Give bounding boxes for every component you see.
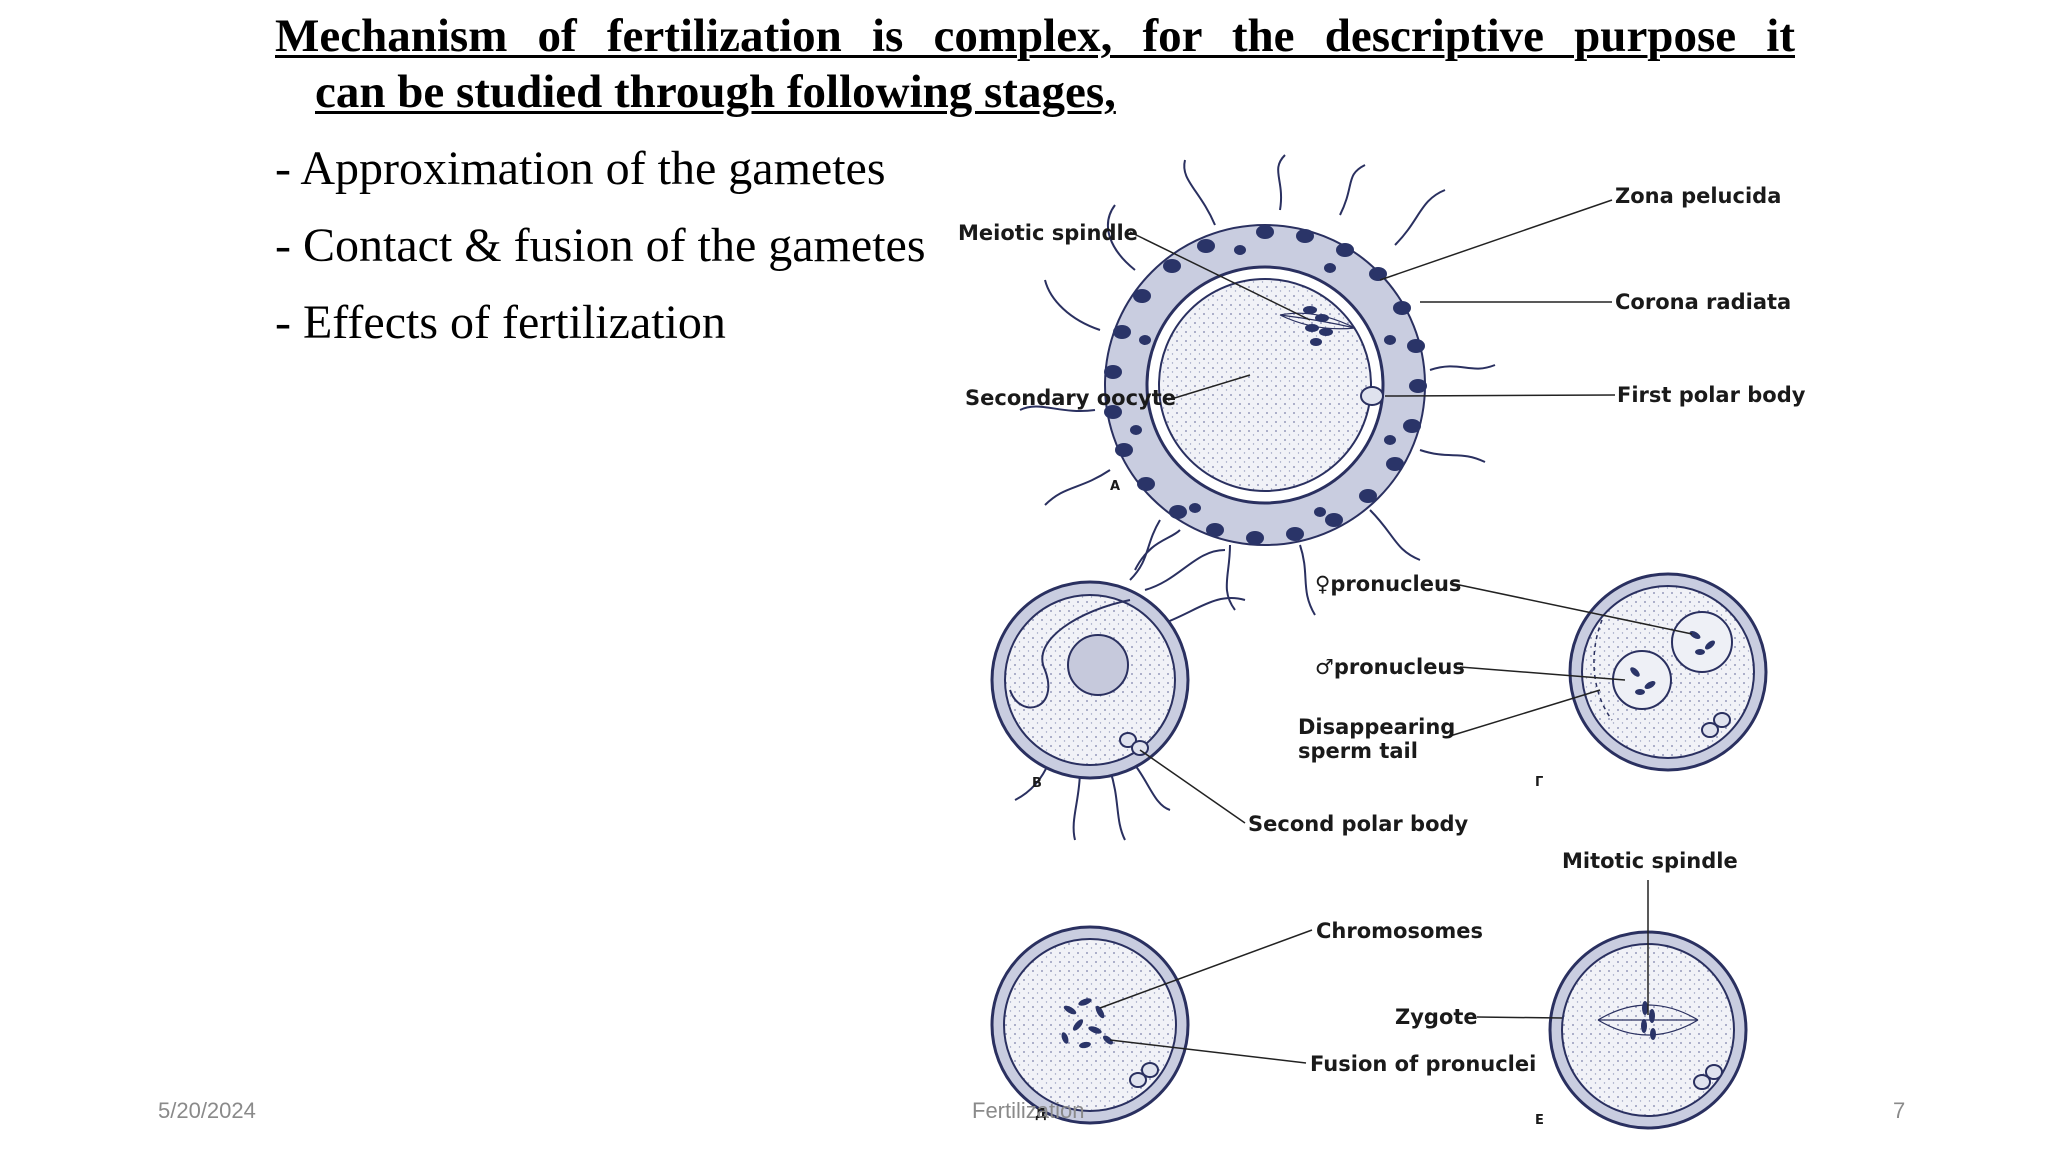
label-fusion-of-pronuclei: Fusion of pronuclei (1310, 1052, 1536, 1076)
label-meiotic-spindle: Meiotic spindle (958, 221, 1138, 245)
cell-e-polar-body-1 (1693, 1074, 1711, 1090)
bullet-list: - Approximation of the gametes - Contact… (275, 140, 926, 371)
label-zygote: Zygote (1395, 1005, 1478, 1029)
label-female-pronucleus: ♀pronucleus (1315, 572, 1461, 596)
footer-date: 5/20/2024 (158, 1098, 256, 1123)
leader-lines-bg (1139, 582, 1693, 824)
label-zona-pelucida: Zona pelucida (1615, 184, 1781, 208)
sperm-tails-a (1019, 154, 1496, 616)
first-polar-body-shape (1360, 386, 1384, 406)
label-corona-radiata: Corona radiata (1615, 290, 1791, 314)
cell-b-sperm-tail (1009, 599, 1131, 709)
cell-b-nucleus (1067, 634, 1129, 696)
panel-letter-b: B (1032, 776, 1042, 791)
label-sperm-tail: sperm tail (1298, 739, 1418, 763)
disappearing-sperm-tail-shape (1593, 619, 1613, 721)
cell-g-polar-body-1 (1701, 722, 1719, 738)
label-second-polar-body: Second polar body (1248, 812, 1469, 836)
title-line-2: can be studied through following stages, (315, 66, 1116, 118)
label-secondary-oocyte: Secondary oocyte (965, 386, 1176, 410)
cell-e-polar-body-2 (1705, 1064, 1723, 1080)
panel-g-pronuclei: Г (1535, 572, 1768, 790)
cell-b-polar-body-2 (1131, 740, 1149, 756)
female-pronucleus-shape (1671, 611, 1733, 673)
bullet-item-approximation: - Approximation of the gametes (275, 142, 886, 195)
panel-a-oocyte: Meiotic spindle Zona pelucida Corona rad… (958, 154, 1806, 616)
cell-b-polar-body-1 (1119, 732, 1137, 748)
cell-d-chromosomes (1061, 998, 1113, 1049)
panel-d-fusion: Д (990, 925, 1190, 1125)
label-disappearing: Disappearing (1298, 715, 1455, 739)
slide-number: 7 (1893, 1098, 1906, 1123)
cell-d-polar-body-1 (1129, 1072, 1147, 1088)
panel-b-sperm-entry: B (990, 529, 1246, 841)
panel-letter-g: Г (1535, 775, 1543, 790)
label-male-pronucleus: ♂pronucleus (1315, 655, 1465, 679)
panel-letter-a: A (1110, 479, 1120, 494)
title-line-1: Mechanism of fertilization is complex, f… (275, 10, 1795, 62)
panel-e-zygote: E (1535, 930, 1748, 1130)
bullet-item-effects: - Effects of fertilization (275, 296, 726, 349)
panel-letter-d: Д (1035, 1107, 1047, 1122)
secondary-oocyte-cell (1158, 278, 1372, 492)
fertilization-figure: Meiotic spindle Zona pelucida Corona rad… (950, 150, 1820, 1135)
leader-lines-de (1099, 880, 1649, 1064)
bullet-item-contact-fusion: - Contact & fusion of the gametes (275, 219, 926, 272)
footer-title: Fertilization (972, 1098, 1085, 1123)
cell-g-polar-body-2 (1713, 712, 1731, 728)
cell-e-chromosomes (1641, 1001, 1656, 1040)
label-first-polar-body: First polar body (1617, 383, 1806, 407)
slide-title: Mechanism of fertilization is complex, f… (275, 8, 1795, 120)
cell-d-oocyte (1003, 938, 1177, 1112)
cell-d-polar-body-2 (1141, 1062, 1159, 1078)
male-pronucleus-shape (1612, 650, 1672, 710)
label-chromosomes: Chromosomes (1316, 919, 1483, 943)
corona-cells (1104, 225, 1427, 545)
label-mitotic-spindle: Mitotic spindle (1562, 849, 1738, 873)
pronuclei-chromatin (1630, 631, 1715, 695)
meiotic-spindle-shape (1279, 306, 1356, 346)
panel-letter-e: E (1535, 1113, 1544, 1128)
fertilization-diagram: Meiotic spindle Zona pelucida Corona rad… (958, 154, 1806, 1130)
leader-lines-a (1129, 199, 1616, 401)
